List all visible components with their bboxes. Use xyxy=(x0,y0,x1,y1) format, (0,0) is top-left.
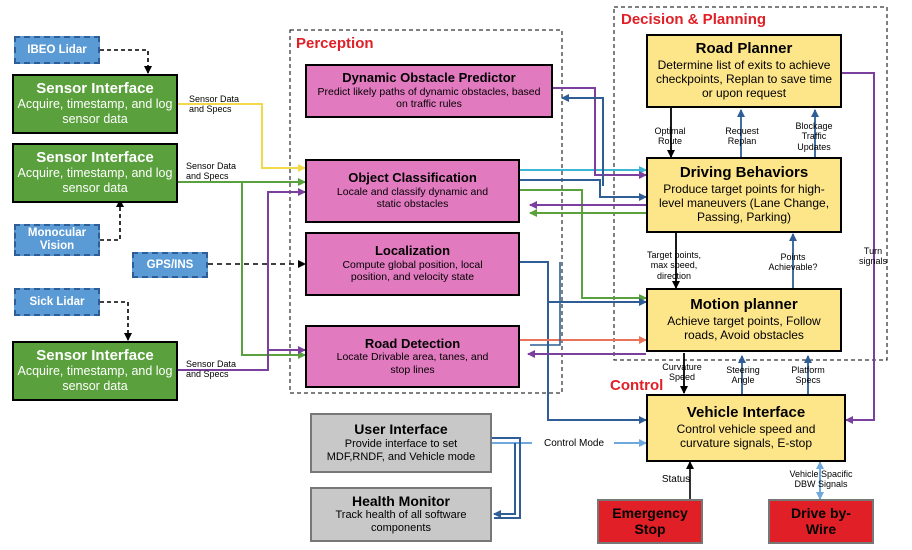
ibeo-lidar-box: IBEO Lidar xyxy=(14,36,100,64)
status-label: Status xyxy=(661,474,691,485)
dbw-signals-label: Vehicle Spacific DBW Signals xyxy=(789,469,853,490)
blockage-traffic-label: Blockage Traffic Updates xyxy=(795,121,833,152)
sensor2-green-wire-b xyxy=(241,182,306,359)
monocular-vision-box: Monocular Vision xyxy=(14,224,100,256)
monocular-vision-label: Monocular Vision xyxy=(27,227,87,252)
ibeo-to-sensor-wire xyxy=(100,49,152,74)
sensor-data-label-3: Sensor Data and Specs xyxy=(186,359,237,380)
motion-planner-box: Motion planner Achieve target points, Fo… xyxy=(646,288,842,352)
road-planner-desc: Determine list of exits to achieve check… xyxy=(655,57,833,101)
sensor1-yellow-wire xyxy=(177,103,306,172)
sensor-interface-3: Sensor Interface Acquire, timestamp, and… xyxy=(12,341,178,401)
vehicle-interface-title: Vehicle Interface xyxy=(686,404,806,422)
sensor-interface-2: Sensor Interface Acquire, timestamp, and… xyxy=(12,143,178,203)
ibeo-lidar-label: IBEO Lidar xyxy=(27,43,87,56)
steering-angle-label: Steering Angle xyxy=(726,365,760,386)
sensor-interface-1: Sensor Interface Acquire, timestamp, and… xyxy=(12,74,178,134)
decision-planning-section-title: Decision & Planning xyxy=(621,11,767,28)
user-interface-title: User Interface xyxy=(354,421,448,438)
object-classification-title: Object Classification xyxy=(348,170,477,186)
localization-title: Localization xyxy=(374,243,451,259)
gps-ins-label: GPS/INS xyxy=(146,258,194,271)
sensor-interface-1-title: Sensor Interface xyxy=(36,79,154,97)
driving-behaviors-box: Driving Behaviors Produce target points … xyxy=(646,157,842,233)
sick-lidar-label: Sick Lidar xyxy=(29,295,85,308)
perception-frame xyxy=(289,29,563,394)
health-monitor-box: Health Monitor Track health of all softw… xyxy=(310,487,492,542)
localization-to-road xyxy=(530,262,561,346)
turn-signals-wire xyxy=(842,72,875,424)
user-interface-box: User Interface Provide interface to set … xyxy=(310,413,492,473)
localization-to-vehicle xyxy=(547,280,647,424)
emergency-stop-box: Emergency Stop xyxy=(597,499,703,544)
target-points-label: Target points, max speed, direction xyxy=(646,250,702,281)
turn-signals-label: Turn signals xyxy=(858,246,887,267)
decision-planning-frame xyxy=(613,6,888,361)
dynamic-obstacle-predictor-desc: Predict likely paths of dynamic obstacle… xyxy=(317,85,541,111)
dynamic-obstacle-predictor-box: Dynamic Obstacle Predictor Predict likel… xyxy=(305,64,553,118)
driving-behaviors-desc: Produce target points for high-level man… xyxy=(658,181,830,225)
control-mode-label: Control Mode xyxy=(535,438,613,450)
sensor-interface-2-desc: Acquire, timestamp, and log sensor data xyxy=(17,166,173,196)
ui-health-bracket xyxy=(493,443,516,518)
gps-ins-box: GPS/INS xyxy=(132,252,208,278)
platform-specs-label: Platform Specs xyxy=(791,365,825,386)
dynamic-obstacle-predictor-title: Dynamic Obstacle Predictor xyxy=(342,70,516,86)
drive-by-wire-title: Drive by-Wire xyxy=(791,505,851,537)
localization-desc: Compute global position, local position,… xyxy=(342,258,483,284)
health-monitor-desc: Track health of all software components xyxy=(335,509,467,535)
sensor3-purple-wire-a xyxy=(177,188,306,371)
road-detection-desc: Locate Drivable area, tanes, and stop li… xyxy=(336,351,489,376)
sensor-interface-3-desc: Acquire, timestamp, and log sensor data xyxy=(17,364,173,394)
emergency-stop-title: Emergency Stop xyxy=(612,505,688,537)
health-monitor-title: Health Monitor xyxy=(352,492,450,509)
road-detection-title: Road Detection xyxy=(364,335,461,351)
localization-box: Localization Compute global position, lo… xyxy=(305,232,520,296)
optimal-route-label: Optimal Route xyxy=(654,126,686,147)
control-section-title: Control xyxy=(610,377,664,394)
sensor-data-label-2: Sensor Data and Specs xyxy=(186,161,237,182)
dynamic-to-behaviors xyxy=(553,87,647,179)
ui-health-bracket-b xyxy=(492,437,521,519)
sensor-interface-3-title: Sensor Interface xyxy=(36,346,154,364)
object-classification-desc: Locale and classify dynamic and static o… xyxy=(336,185,489,211)
perception-section-title: Perception xyxy=(296,35,374,52)
vehicle-interface-box: Vehicle Interface Control vehicle speed … xyxy=(646,394,846,462)
sensor-data-label-1: Sensor Data and Specs xyxy=(189,94,240,115)
road-detection-box: Road Detection Locate Drivable area, tan… xyxy=(305,325,520,388)
object-to-behaviors-blue xyxy=(520,179,647,201)
driving-behaviors-title: Driving Behaviors xyxy=(679,164,809,182)
sick-lidar-box: Sick Lidar xyxy=(14,288,100,316)
request-replan-label: Request Replan xyxy=(725,126,759,147)
sick-to-sensor-wire xyxy=(100,301,132,341)
road-planner-box: Road Planner Determine list of exits to … xyxy=(646,34,842,108)
object-to-motion-green xyxy=(520,189,647,302)
curvature-speed-label: Curvature Speed xyxy=(662,362,702,383)
motion-planner-title: Motion planner xyxy=(690,296,798,314)
points-achievable-label: Points Achievable? xyxy=(768,252,818,273)
motion-planner-desc: Achieve target points, Follow roads, Avo… xyxy=(667,313,821,343)
vehicle-interface-desc: Control vehicle speed and curvature sign… xyxy=(676,421,816,451)
sensor-interface-1-desc: Acquire, timestamp, and log sensor data xyxy=(17,97,173,127)
drive-by-wire-box: Drive by-Wire xyxy=(768,499,874,544)
monocular-to-sensor-wire xyxy=(100,199,124,241)
road-planner-title: Road Planner xyxy=(695,40,793,58)
sensor-interface-2-title: Sensor Interface xyxy=(36,148,154,166)
behaviors-to-dynamic xyxy=(561,94,604,186)
object-classification-box: Object Classification Locale and classif… xyxy=(305,159,520,223)
user-interface-desc: Provide interface to set MDF,RNDF, and V… xyxy=(326,437,476,463)
